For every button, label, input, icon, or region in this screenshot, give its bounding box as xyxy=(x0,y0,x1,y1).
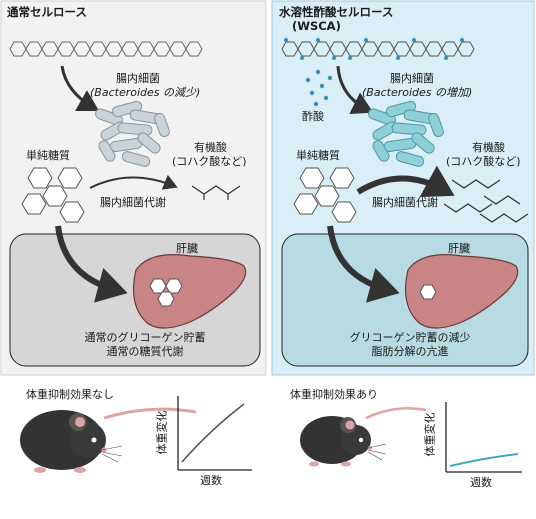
left-weight-effect: 体重抑制効果なし xyxy=(26,388,114,401)
right-sugar-label: 単純糖質 xyxy=(296,149,340,162)
left-liver-glycogen xyxy=(149,278,183,307)
right-weight-chart xyxy=(445,402,522,473)
right-result-2: 脂肪分解の亢進 xyxy=(371,345,449,358)
left-title: 通常セルロース xyxy=(7,5,87,19)
acetyl-dots xyxy=(284,38,464,60)
acetate-particles xyxy=(305,69,333,107)
right-organic-acids xyxy=(443,179,529,223)
right-arrow-to-liver xyxy=(327,225,400,303)
right-result-1: グリコーゲン貯蓄の減少 xyxy=(349,331,471,344)
left-bacteria-label: 腸内細菌 xyxy=(116,72,160,85)
left-sugar-hexagons xyxy=(21,167,85,223)
left-weight-chart xyxy=(177,396,252,471)
right-acid-label: 有機酸 xyxy=(472,141,505,154)
right-arrow-to-bacteria xyxy=(336,65,374,115)
left-chart-series-line xyxy=(181,403,245,463)
right-bacteria-sublabel: (Bacteroides の増加) xyxy=(362,86,473,99)
right-title-1: 水溶性酢酸セルロース xyxy=(279,5,394,19)
left-chart-ylabel: 体重変化 xyxy=(155,410,169,455)
right-chart-xlabel: 週数 xyxy=(470,476,492,489)
left-organic-acid xyxy=(191,185,241,195)
left-result-2: 通常の糖質代謝 xyxy=(106,345,184,358)
right-mouse xyxy=(300,407,427,467)
right-liver-label: 肝臓 xyxy=(448,242,470,255)
right-metabolism-label: 腸内細菌代謝 xyxy=(372,196,438,209)
right-bacteria-cluster xyxy=(368,100,444,167)
left-arrow-to-liver xyxy=(55,225,128,303)
right-acid-sublabel: (コハク酸など) xyxy=(446,155,521,168)
left-acid-sublabel: (コハク酸など) xyxy=(172,155,247,168)
left-liver xyxy=(133,254,247,329)
right-bacteria-label: 腸内細菌 xyxy=(390,72,434,85)
left-bacteria-cluster xyxy=(95,100,170,167)
left-metabolism-label: 腸内細菌代謝 xyxy=(100,196,166,209)
left-mouse xyxy=(20,407,197,473)
left-arrow-to-bacteria xyxy=(60,65,100,111)
right-title-2: (WSCA) xyxy=(292,19,341,33)
right-metabolism-arrow xyxy=(356,165,455,198)
left-chart-xlabel: 週数 xyxy=(200,474,222,487)
right-chart-ylabel: 体重変化 xyxy=(423,412,437,457)
right-chart-series-line xyxy=(449,453,519,467)
left-sugar-label: 単純糖質 xyxy=(26,149,70,162)
right-liver-glycogen xyxy=(419,284,437,300)
left-result-1: 通常のグリコーゲン貯蓄 xyxy=(84,331,206,344)
left-cellulose-chain xyxy=(9,41,203,57)
right-liver xyxy=(405,254,519,329)
right-weight-effect: 体重抑制効果あり xyxy=(290,388,378,401)
right-sugar-hexagons xyxy=(293,167,357,223)
left-liver-label: 肝臓 xyxy=(176,242,198,255)
left-metabolism-arrow xyxy=(89,174,178,190)
right-acetate-label: 酢酸 xyxy=(302,110,324,123)
left-acid-label: 有機酸 xyxy=(194,141,227,154)
left-bacteria-sublabel: (Bacteroides の減少) xyxy=(90,86,201,99)
